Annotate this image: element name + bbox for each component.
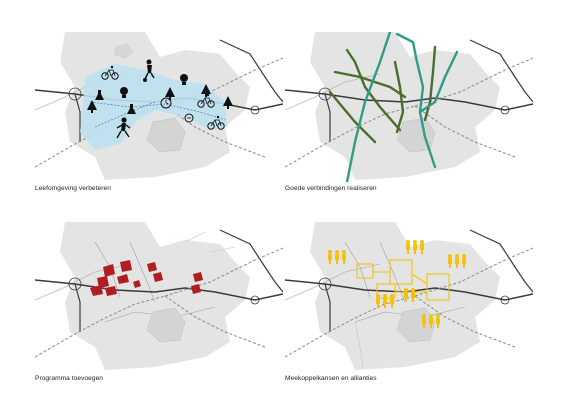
- green-route: [423, 45, 437, 122]
- program-block: [97, 276, 109, 288]
- railway: [164, 247, 283, 297]
- program-block: [153, 272, 163, 282]
- panel-allianties: Meekoppelkansen en allianties: [285, 222, 533, 387]
- program-block: [193, 272, 203, 282]
- runner-icon: [116, 117, 131, 139]
- flask-icon: [95, 90, 104, 100]
- railway: [414, 295, 516, 348]
- panel-caption: Goede verbindingen realiseren: [285, 185, 377, 192]
- base-map: [35, 222, 283, 370]
- highway: [35, 279, 283, 301]
- land-area: [60, 222, 250, 370]
- teal-routes: [345, 32, 459, 182]
- people-group-icon: [328, 250, 346, 264]
- teal-route: [395, 32, 437, 169]
- teal-route: [418, 50, 459, 114]
- alliance-frame: [426, 273, 450, 301]
- tree-icon: [201, 84, 211, 97]
- panel-caption: Programma toevoegen: [35, 375, 104, 382]
- highway-junction: [68, 87, 82, 101]
- highway: [219, 229, 283, 293]
- railway: [164, 105, 266, 158]
- route-dashed: [89, 101, 226, 121]
- program-block: [147, 262, 157, 272]
- green-routes: [328, 45, 437, 144]
- people-group-icon: [448, 254, 466, 268]
- green-route: [333, 70, 407, 99]
- railway: [164, 57, 283, 107]
- alliance-frames: [356, 259, 450, 301]
- railway: [414, 105, 516, 158]
- alliance-frame: [356, 263, 374, 279]
- cyclist-icon: [101, 65, 119, 80]
- green-route: [345, 48, 402, 132]
- railway: [164, 295, 266, 348]
- activity-icons: [87, 59, 233, 139]
- railway: [285, 295, 416, 358]
- map-verbindingen: [285, 32, 533, 182]
- highway-junction: [500, 105, 510, 115]
- stopwatch-icon: [160, 97, 172, 109]
- lightbulb-icon: [180, 74, 188, 85]
- program-blocks: [90, 260, 203, 296]
- route-dashed: [94, 101, 156, 128]
- panel-verbindingen: Goede verbindingen realiseren: [285, 32, 533, 197]
- water-line: [354, 321, 364, 368]
- map-leefomgeving: [35, 32, 283, 180]
- tree-icon: [165, 87, 175, 100]
- highway-junction: [250, 295, 260, 305]
- panel-programma: Programma toevoegen: [35, 222, 283, 387]
- people-group-icon: [422, 314, 440, 328]
- lightbulb-icon: [120, 87, 128, 98]
- railway: [414, 57, 533, 107]
- highway-junction: [500, 295, 510, 305]
- water-line: [184, 231, 236, 253]
- program-block: [105, 286, 117, 296]
- panel-caption: Meekoppelkansen en allianties: [285, 375, 377, 382]
- map-allianties: [285, 222, 533, 370]
- highway: [469, 39, 533, 103]
- teal-route: [345, 32, 392, 182]
- highway-junction: [318, 277, 332, 291]
- cyclist-icon: [197, 93, 215, 108]
- town-texture: [146, 117, 186, 153]
- program-block: [90, 285, 103, 296]
- program-block: [103, 264, 115, 277]
- base-map: [285, 32, 533, 180]
- football-icon: [143, 59, 155, 82]
- map-programma: [35, 222, 283, 370]
- tree-icon: [223, 96, 233, 109]
- land-area: [310, 32, 500, 180]
- program-block: [117, 274, 129, 284]
- railway: [285, 105, 416, 168]
- people-groups: [328, 240, 466, 328]
- people-group-icon: [376, 294, 394, 308]
- town-texture: [114, 43, 134, 59]
- green-route: [328, 90, 377, 144]
- bench-icon: [184, 113, 194, 123]
- program-block: [133, 280, 141, 288]
- people-group-icon: [404, 288, 415, 302]
- quality-zone: [80, 64, 227, 150]
- highway: [219, 39, 283, 103]
- panel-caption: Leefomgeving verbeteren: [35, 185, 111, 192]
- program-block: [191, 284, 201, 294]
- green-route: [393, 60, 405, 134]
- program-block: [120, 260, 132, 272]
- highway-junction: [68, 277, 82, 291]
- tree-icon: [87, 100, 97, 113]
- railway: [35, 295, 166, 358]
- railway: [414, 247, 533, 297]
- alliance-link: [373, 271, 428, 293]
- town-texture: [146, 307, 186, 343]
- flask-icon: [127, 104, 136, 114]
- highway-junction: [250, 105, 260, 115]
- people-group-icon: [406, 240, 424, 254]
- highway: [469, 229, 533, 293]
- cyclist-icon: [207, 115, 225, 130]
- panel-leefomgeving: Leefomgeving verbeteren: [35, 32, 283, 197]
- highway: [285, 279, 533, 301]
